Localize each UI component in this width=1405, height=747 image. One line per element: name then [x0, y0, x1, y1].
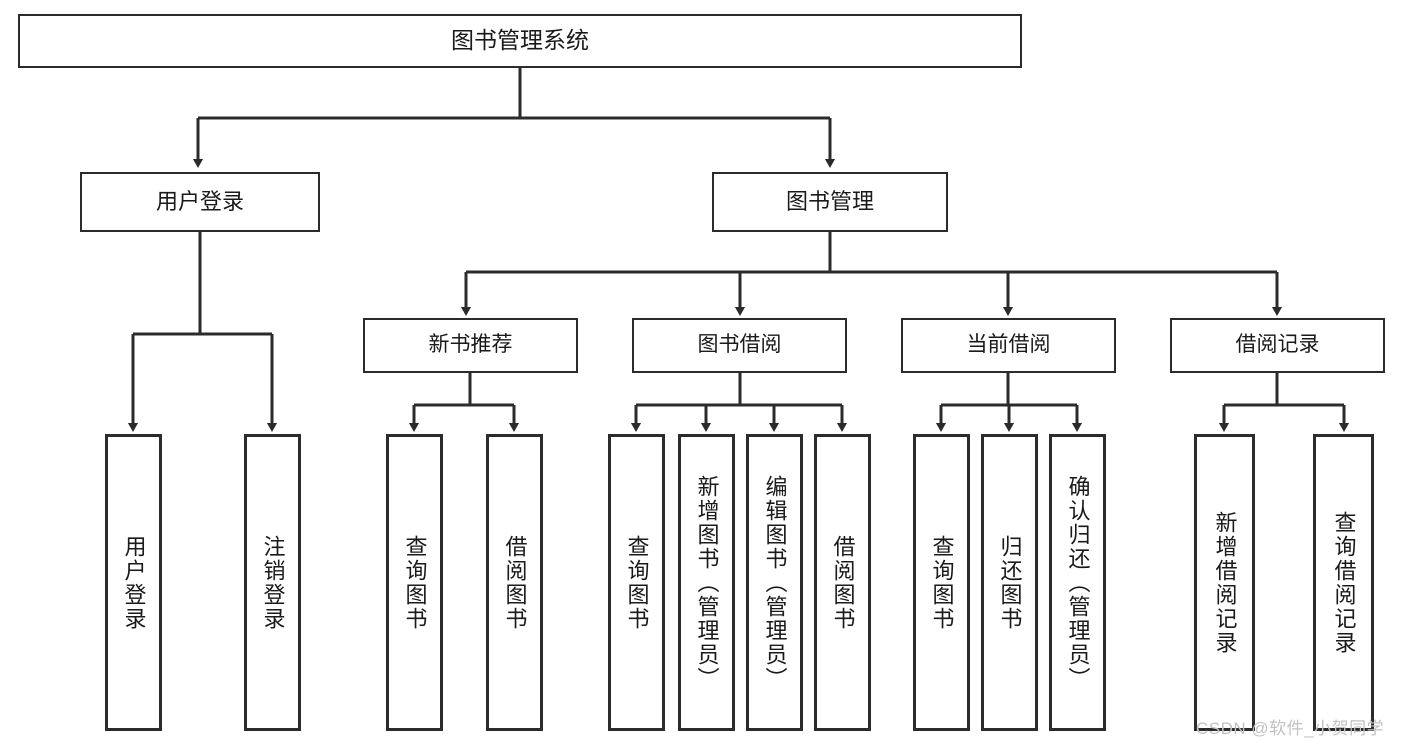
- leaf-confirm-return-label: 确认归还（管理员）: [1065, 474, 1091, 691]
- node-current-borrow[interactable]: 当前借阅: [901, 318, 1116, 373]
- node-new-book-recommend-label: 新书推荐: [428, 333, 513, 357]
- leaf-user-login[interactable]: 用户登录: [105, 434, 162, 731]
- leaf-borrow-book[interactable]: 借阅图书: [814, 434, 871, 731]
- node-book-borrow-label: 图书借阅: [697, 333, 782, 357]
- leaf-user-login-label: 用户登录: [121, 534, 147, 631]
- leaf-borrow-book-label: 借阅图书: [830, 534, 856, 631]
- leaf-query-book-recommend[interactable]: 查询图书: [386, 434, 443, 731]
- node-book-management[interactable]: 图书管理: [712, 172, 948, 232]
- csdn-watermark: CSDN @软件_小贺同学: [1196, 719, 1385, 738]
- leaf-edit-book-label: 编辑图书（管理员）: [762, 474, 788, 691]
- node-new-book-recommend[interactable]: 新书推荐: [363, 318, 578, 373]
- node-root-book-management-system[interactable]: 图书管理系统: [18, 14, 1022, 68]
- leaf-query-book-recommend-label: 查询图书: [402, 534, 428, 631]
- leaf-query-book-borrow-label: 查询图书: [624, 534, 650, 631]
- leaf-query-book-current[interactable]: 查询图书: [913, 434, 970, 731]
- leaf-add-book[interactable]: 新增图书（管理员）: [678, 434, 735, 731]
- node-current-borrow-label: 当前借阅: [966, 333, 1051, 357]
- leaf-add-borrow-record-label: 新增借阅记录: [1212, 510, 1238, 655]
- node-root-label: 图书管理系统: [451, 27, 589, 54]
- leaf-add-book-label: 新增图书（管理员）: [694, 474, 720, 691]
- leaf-logout[interactable]: 注销登录: [244, 434, 301, 731]
- node-user-login-label: 用户登录: [155, 189, 244, 215]
- leaf-borrow-book-recommend[interactable]: 借阅图书: [486, 434, 543, 731]
- node-book-borrow[interactable]: 图书借阅: [632, 318, 847, 373]
- leaf-query-borrow-record[interactable]: 查询借阅记录: [1313, 434, 1374, 731]
- leaf-query-book-borrow[interactable]: 查询图书: [608, 434, 665, 731]
- leaf-logout-label: 注销登录: [260, 534, 286, 631]
- leaf-query-borrow-record-label: 查询借阅记录: [1331, 510, 1357, 655]
- leaf-confirm-return[interactable]: 确认归还（管理员）: [1049, 434, 1106, 731]
- node-borrow-record[interactable]: 借阅记录: [1170, 318, 1385, 373]
- leaf-borrow-book-recommend-label: 借阅图书: [502, 534, 528, 631]
- leaf-return-book[interactable]: 归还图书: [981, 434, 1038, 731]
- node-user-login[interactable]: 用户登录: [80, 172, 320, 232]
- leaf-add-borrow-record[interactable]: 新增借阅记录: [1194, 434, 1255, 731]
- node-book-management-label: 图书管理: [785, 189, 874, 215]
- node-borrow-record-label: 借阅记录: [1235, 333, 1320, 357]
- leaf-query-book-current-label: 查询图书: [929, 534, 955, 631]
- leaf-edit-book[interactable]: 编辑图书（管理员）: [746, 434, 803, 731]
- leaf-return-book-label: 归还图书: [997, 534, 1023, 631]
